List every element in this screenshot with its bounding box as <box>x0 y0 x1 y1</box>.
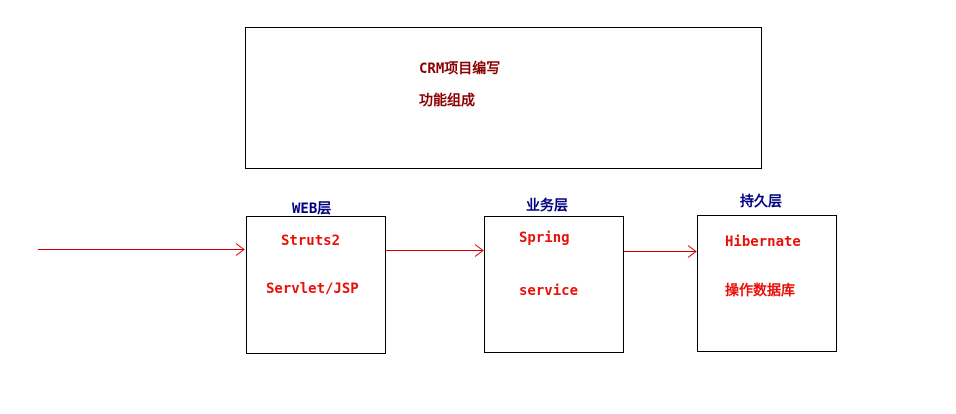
arrow-into-web-layer <box>38 243 245 256</box>
persistence-layer-line-1: Hibernate <box>725 234 801 250</box>
web-layer-box <box>246 216 386 354</box>
title-line-1: CRM项目编写 <box>419 61 501 77</box>
title-line-2: 功能组成 <box>419 93 475 109</box>
web-layer-line-2: Servlet/JSP <box>266 281 359 297</box>
persistence-layer-header: 持久层 <box>740 194 782 210</box>
service-layer-header: 业务层 <box>526 198 568 214</box>
web-layer-line-1: Struts2 <box>281 233 341 249</box>
web-layer-header: WEB层 <box>292 201 332 217</box>
persistence-layer-box <box>697 215 837 352</box>
title-box <box>245 27 762 169</box>
service-layer-box <box>484 216 624 353</box>
arrow-web-to-service <box>386 244 484 257</box>
persistence-layer-line-2: 操作数据库 <box>725 283 795 299</box>
service-layer-line-2: service <box>519 283 579 299</box>
service-layer-line-1: Spring <box>519 230 570 246</box>
arrow-service-to-persistence <box>624 245 697 258</box>
